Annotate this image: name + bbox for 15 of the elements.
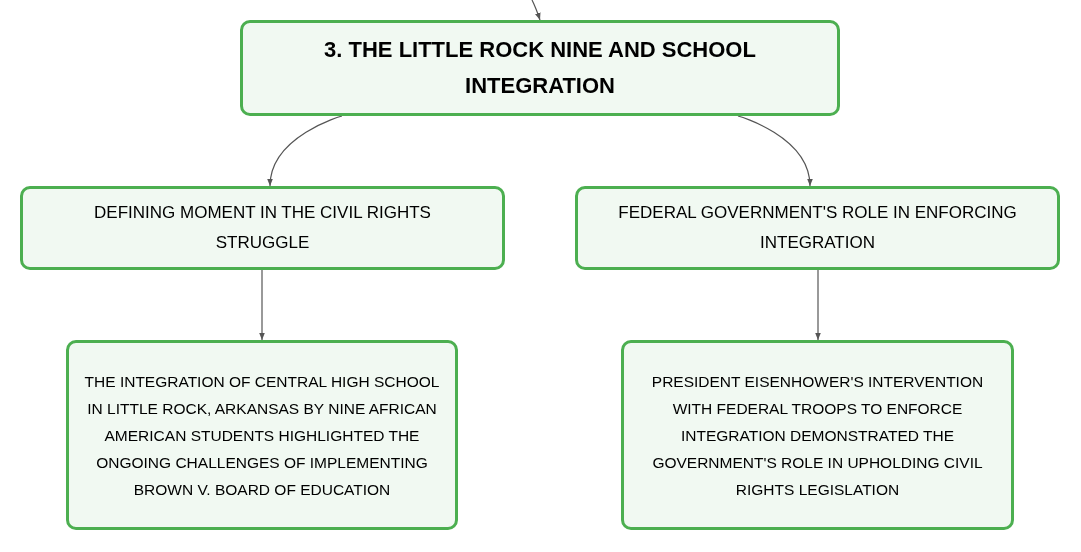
node-text: DEFINING MOMENT IN THE CIVIL RIGHTS STRUGGLE (93, 202, 432, 254)
topic-box (240, 20, 840, 116)
subtopic-box (66, 340, 458, 530)
subtopic-box (20, 186, 505, 270)
node-text: FEDERAL GOVERNMENT'S ROLE IN ENFORCING INTEGRATION (617, 202, 1018, 254)
node-text: THE INTEGRATION OF CENTRAL HIGH SCHOOL IN LITTLE ROCK, ARKANSAS BY NINE AFRICAN AMERICAN STUDENTS HIGHLIGHTED THE ONGOING CHALLENGES OF IMPLEMENTING BROWN V. BOARD OF EDUCATION (83, 371, 441, 500)
connector-arrow (531, 0, 541, 21)
connector-arrow (815, 269, 821, 341)
node-text: 3. THE LITTLE ROCK NINE AND SCHOOL INTEGRATION (323, 36, 757, 100)
connector-arrow (268, 115, 343, 187)
node-text: PRESIDENT EISENHOWER'S INTERVENTION WITH FEDERAL TROOPS TO ENFORCE INTEGRATION DEMONSTRATED THE GOVERNMENT'S ROLE IN UPHOLDING CIVIL RIGHTS LEGISLATION (650, 371, 985, 500)
subtopic-box (575, 186, 1060, 270)
subtopic-box (621, 340, 1014, 530)
connector-arrow (737, 115, 812, 187)
connector-arrow (259, 269, 265, 341)
